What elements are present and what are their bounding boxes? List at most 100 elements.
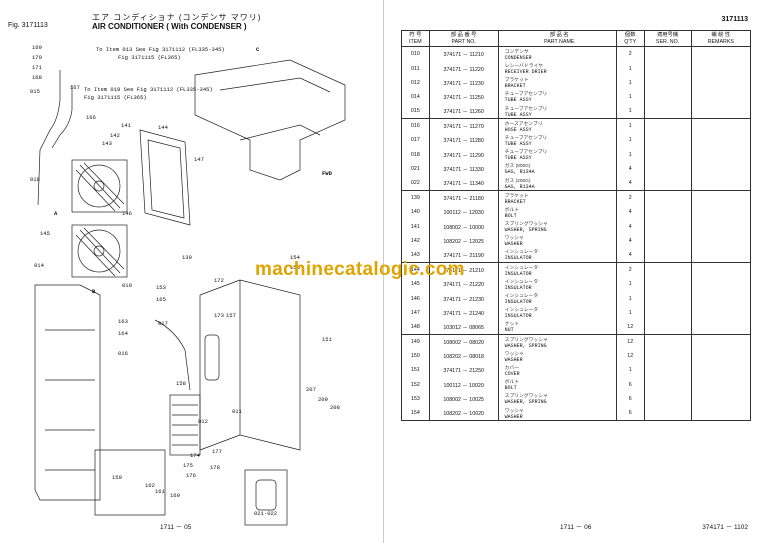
part-name-jp: ボルト — [504, 207, 520, 213]
cell-ser-no — [643, 377, 692, 392]
inset-box — [244, 469, 288, 526]
cell-part-no: 108202 － 12025 — [428, 233, 499, 248]
cell-item: 146 — [401, 291, 430, 306]
cell-qty: 4 — [615, 247, 645, 263]
part-name-jp: スプリングワッシャ — [504, 394, 548, 400]
part-name-en: COVER — [504, 370, 520, 377]
cell-qty: 1 — [615, 103, 645, 119]
cell-item: 015 — [401, 103, 430, 119]
cell-remarks — [690, 133, 752, 148]
callout-012: 012 — [198, 418, 208, 425]
cell-qty: 1 — [615, 61, 645, 76]
cell-item: 150 — [401, 349, 430, 364]
part-name-jp: チューブアセンブリ — [504, 135, 548, 141]
bracket-012 — [169, 394, 201, 456]
cell-part-no: 108002 － 10025 — [428, 391, 499, 406]
part-name-en: TUBE ASSY — [504, 155, 532, 162]
part-name-jp: ナット — [504, 322, 520, 328]
callout-139: 139 — [182, 254, 192, 261]
part-name-jp: スプリングワッシャ — [504, 337, 548, 343]
cell-part-no: 108002 － 10000 — [428, 219, 499, 234]
callout-141: 141 — [121, 122, 131, 129]
part-name-jp: コンデンサ — [504, 49, 529, 55]
cell-part-name: ガス (200G)GAS, R134A — [497, 175, 617, 191]
cell-part-no: 374171 － 11220 — [428, 61, 499, 76]
bracket-144 — [139, 129, 191, 226]
part-name-jp: チューブアセンブリ — [504, 106, 548, 112]
callout-163: 163 — [118, 318, 128, 325]
cell-part-no: 374171 － 11330 — [428, 161, 499, 176]
part-name-jp: インシュレータ — [504, 308, 539, 314]
cell-qty: 6 — [615, 405, 645, 422]
part-name-en: WASHER — [504, 413, 523, 420]
callout-162: 162 — [145, 482, 155, 489]
part-name-en: WASHER, SPRING — [504, 342, 547, 349]
callout-161: 161 — [155, 488, 165, 495]
cell-item: 151 — [401, 363, 430, 378]
part-name-jp: ワッシャ — [504, 408, 524, 414]
cell-part-name: ガス (800G)GAS, R134A — [497, 161, 617, 176]
cell-item: 142 — [401, 233, 430, 248]
callout-018: 018 — [30, 176, 40, 183]
title-english: AIR CONDITIONER ( With CONDENSER ) — [92, 22, 247, 31]
callout-B: B — [92, 288, 96, 295]
cell-part-no: 374171 － 11340 — [428, 175, 499, 191]
cell-remarks — [690, 349, 752, 364]
part-name-en: BRACKET — [504, 198, 526, 205]
part-name-en: GAS, R134A — [504, 169, 535, 176]
callout-171: 171 — [32, 64, 42, 71]
cell-remarks — [690, 247, 752, 263]
callout-016: 016 — [118, 350, 128, 357]
part-name-en: BRACKET — [504, 83, 526, 90]
part-name-en: GAS, R134A — [504, 183, 535, 190]
cell-item: 141 — [401, 219, 430, 234]
part-name-jp: ボルト — [504, 380, 520, 386]
figure-code: 3171113 — [721, 16, 748, 23]
part-name-en: HOSE ASSY — [504, 126, 532, 133]
callout-167: 167 — [70, 84, 80, 91]
callout-153: 153 — [156, 284, 166, 291]
part-name-en: INSULATOR — [504, 270, 532, 277]
cell-ser-no — [643, 349, 692, 364]
cell-item: 139 — [401, 190, 430, 206]
callout-147: 147 — [194, 156, 204, 163]
cell-ser-no — [643, 247, 692, 263]
cell-qty: 1 — [615, 118, 645, 134]
cell-part-no: 374171 － 11260 — [428, 103, 499, 119]
cell-remarks — [690, 333, 752, 350]
part-name-en: BOLT — [504, 212, 517, 219]
cell-item: 022 — [401, 175, 430, 191]
cell-ser-no — [643, 161, 692, 176]
ladder — [34, 284, 101, 501]
cell-ser-no — [643, 147, 692, 162]
gas-can — [255, 479, 277, 511]
cell-part-no: 374171 － 21230 — [428, 291, 499, 306]
callout-A: A — [54, 210, 58, 217]
callout-143: 143 — [102, 140, 112, 147]
callout-C: C — [256, 46, 260, 53]
part-name-en: TUBE ASSY — [504, 111, 532, 118]
cell-item: 154 — [401, 405, 430, 422]
cell-item: 148 — [401, 319, 430, 335]
callout-145: 145 — [40, 230, 50, 237]
cell-part-no: 374171 － 11290 — [428, 147, 499, 162]
callout-fwd: FWD — [322, 170, 332, 177]
